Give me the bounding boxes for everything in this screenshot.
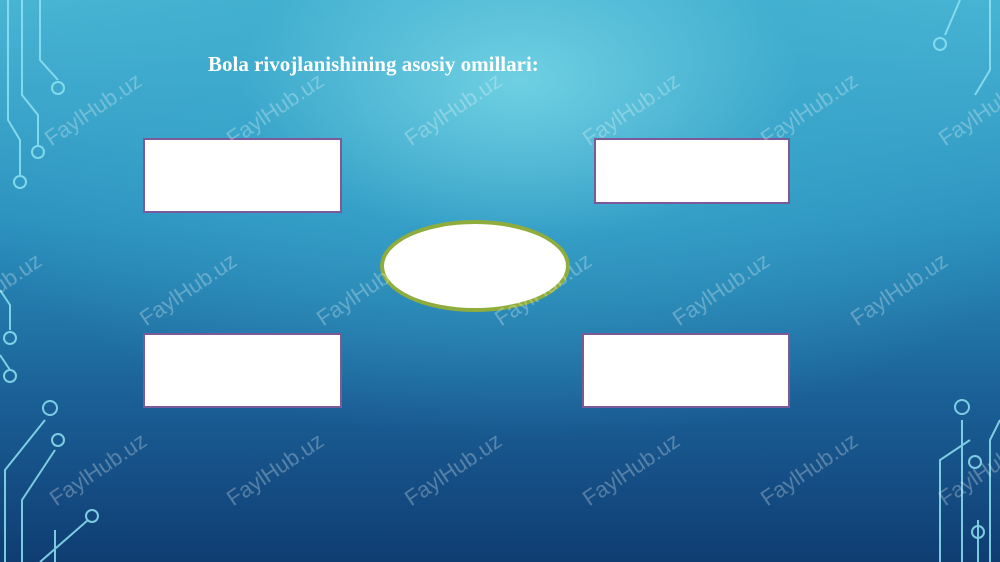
watermark: FaylHub.uz <box>400 67 507 151</box>
circuit-decoration-left <box>0 0 99 562</box>
factor-box-bottom-right[interactable] <box>582 333 790 408</box>
watermark: FaylHub.uz <box>400 427 507 511</box>
factor-box-bottom-left[interactable] <box>143 333 342 408</box>
watermark: FaylHub.uz <box>756 427 863 511</box>
center-oval[interactable] <box>380 220 570 312</box>
factor-box-top-left[interactable] <box>143 138 342 213</box>
slide-title: Bola rivojlanishining asosiy omillari: <box>208 52 539 76</box>
watermark: FaylHub.uz <box>222 427 329 511</box>
factor-box-top-right[interactable] <box>594 138 790 204</box>
watermark: FaylHub.uz <box>578 427 685 511</box>
watermark: FaylHub.uz <box>668 247 775 331</box>
watermark: FaylHub.uz <box>135 247 242 331</box>
circuit-decoration-right <box>933 0 1000 562</box>
